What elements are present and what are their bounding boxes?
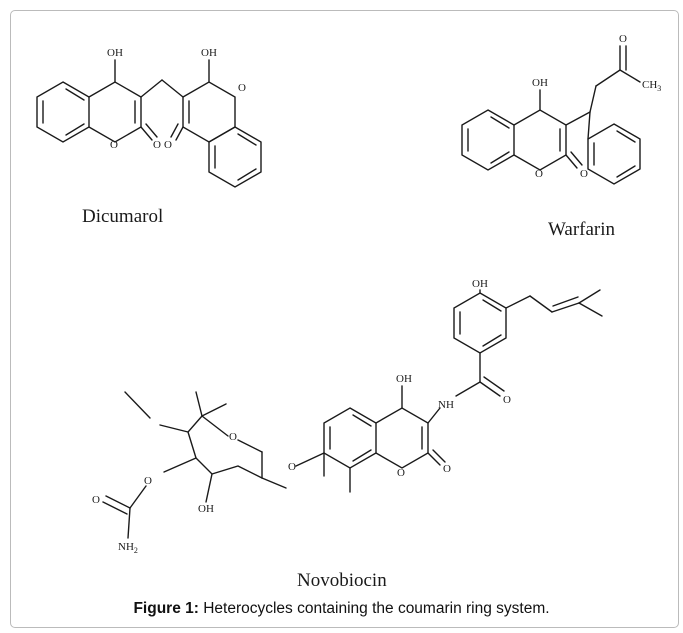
- novobiocin-oh-top: OH: [472, 278, 488, 290]
- dicumarol-carbonyl-oxygen-right: O: [164, 139, 172, 151]
- figure-caption-text: Heterocycles containing the coumarin rin…: [203, 600, 550, 617]
- warfarin-structure: O CH3 OH O O Warfarin: [461, 33, 661, 240]
- warfarin-methyl: CH3: [642, 79, 661, 93]
- novobiocin-carbamate-nh2: NH2: [118, 541, 138, 555]
- warfarin-name: Warfarin: [548, 219, 616, 240]
- figure-caption: Figure 1: Heterocycles containing the co…: [0, 600, 683, 618]
- novobiocin-coumarin-benzene: [323, 407, 377, 469]
- novobiocin-sugar-oh: OH: [198, 503, 214, 515]
- warfarin-ketone-oxygen: O: [619, 33, 627, 45]
- novobiocin-name: Novobiocin: [297, 570, 387, 591]
- novobiocin-oh-coumarin: OH: [396, 373, 412, 385]
- novobiocin-carbamate-oxygen: O: [144, 475, 152, 487]
- dicumarol-benzene-right: [208, 126, 262, 188]
- novobiocin-structure: OH OH NH O O O O O OH O O NH2 Novobiocin: [92, 278, 603, 591]
- warfarin-phenyl: [587, 123, 641, 185]
- novobiocin-phenol-ring: [453, 292, 507, 354]
- dicumarol-benzene-left: [36, 81, 90, 143]
- warfarin-benzene-fused: [461, 109, 515, 171]
- novobiocin-ether-oxygen: O: [288, 461, 296, 473]
- novobiocin-amide-oxygen: O: [503, 394, 511, 406]
- novobiocin-amide-nh: NH: [438, 399, 454, 411]
- dicumarol-ring-oxygen-right: O: [238, 82, 246, 94]
- warfarin-ring-oxygen: O: [535, 168, 543, 180]
- dicumarol-name: Dicumarol: [82, 206, 163, 227]
- figure-caption-label: Figure 1:: [133, 600, 199, 617]
- novobiocin-sugar-ring: [187, 415, 263, 479]
- dicumarol-oh-left: OH: [107, 47, 123, 59]
- figure-frame: [10, 10, 679, 628]
- dicumarol-carbonyl-oxygen-left: O: [153, 139, 161, 151]
- dicumarol-oh-right: OH: [201, 47, 217, 59]
- novobiocin-carbonyl-oxygen: O: [443, 463, 451, 475]
- novobiocin-ring-oxygen: O: [397, 467, 405, 479]
- novobiocin-sugar-ring-oxygen: O: [229, 431, 237, 443]
- warfarin-oh: OH: [532, 77, 548, 89]
- dicumarol-ring-oxygen-left: O: [110, 139, 118, 151]
- dicumarol-structure: OH OH O O O O Dicumarol: [36, 47, 262, 227]
- warfarin-carbonyl-oxygen: O: [580, 168, 588, 180]
- novobiocin-carbamate-carbonyl-oxygen: O: [92, 494, 100, 506]
